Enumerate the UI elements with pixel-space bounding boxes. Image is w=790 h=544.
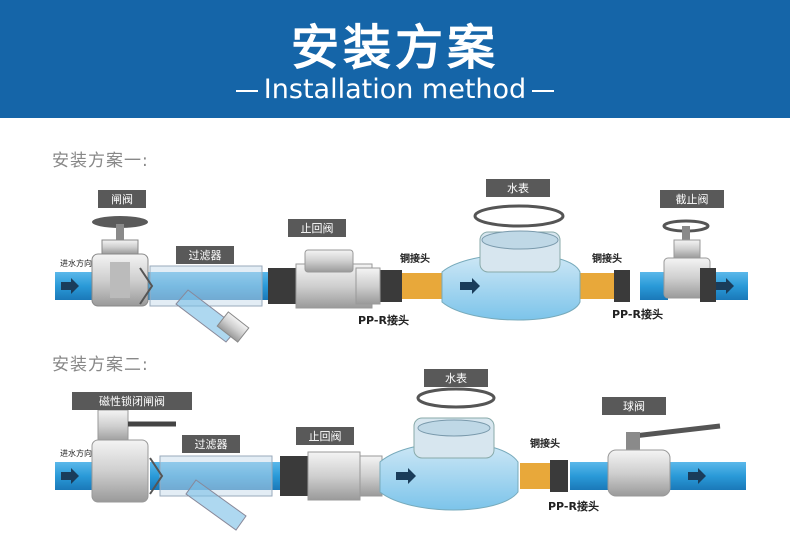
plan1-copper-right-label: 铜接头	[592, 252, 622, 265]
plan1-stop-valve-label: 截止阀	[676, 192, 709, 206]
plan2-check-valve-label-bg	[296, 427, 354, 445]
plan1-union-left	[380, 270, 402, 302]
plan1-check-valve-label-bg	[288, 219, 346, 237]
plan1-check-valve-label: 止回阀	[301, 221, 334, 235]
plan2-magnetic-gate-valve	[91, 409, 176, 503]
plan1-copper-left-label: 铜接头	[400, 252, 430, 265]
plan1-copper-left	[402, 273, 442, 299]
plan2-water-meter-label: 水表	[445, 371, 467, 385]
plan1-gate-valve-label-bg	[98, 190, 146, 208]
page-subtitle: Installation method	[0, 74, 790, 105]
plan2-ball-valve	[607, 423, 721, 497]
plan1-meter-arrow-icon	[460, 278, 480, 294]
plan2-water-meter-label-bg	[424, 369, 488, 387]
plan2-ppr-label: PP-R接头	[548, 499, 599, 513]
plan2-diagram: 进水方向 磁性锁闭闸阀 过滤器 止回阀 水表 球阀 铜接头 PP-R接头	[55, 369, 746, 531]
plan1-filter	[139, 265, 263, 343]
plan2-pipe-mid	[570, 462, 610, 490]
plan1-copper-right	[578, 273, 614, 299]
plan2-check-valve	[280, 451, 383, 501]
plan1-stop-valve	[662, 219, 716, 302]
plan2-filter	[149, 455, 273, 531]
plan1-filter-label-bg	[176, 246, 234, 264]
plan2-water-meter	[379, 387, 519, 511]
plan1-union-right	[614, 270, 630, 302]
page-title: 安装方案	[290, 20, 499, 76]
plan2-outlet-arrow-icon	[688, 468, 706, 484]
plan2-flow-arrow-icon	[61, 468, 79, 484]
plan1-title: 安装方案一:	[52, 151, 149, 171]
plan1-water-meter-label-bg	[486, 179, 550, 197]
plan2-filter-label-bg	[182, 435, 240, 453]
plan2-filter-label: 过滤器	[195, 438, 228, 451]
plan2-magnetic-valve-label-bg	[72, 392, 192, 410]
plan1-gate-valve-label: 闸阀	[111, 192, 133, 206]
plan2-ball-valve-label-bg	[602, 397, 666, 415]
plan1-water-meter	[441, 204, 581, 321]
plan1-pipe-mid	[640, 272, 668, 300]
plan2-title: 安装方案二:	[52, 355, 149, 375]
plan2-pipe-outlet	[670, 462, 746, 490]
plan1-flow-label: 进水方向	[60, 258, 92, 268]
plan1-ppr-left-label: PP-R接头	[358, 313, 409, 327]
plan2-ball-valve-label: 球阀	[623, 399, 645, 413]
plan2-copper-label: 铜接头	[530, 437, 560, 450]
plan1-ppr-right-label: PP-R接头	[612, 307, 663, 321]
subtitle-text: Installation method	[263, 74, 527, 105]
plan1-filter-label: 过滤器	[189, 249, 222, 262]
plan1-gate-valve	[91, 216, 149, 307]
plan1-check-valve	[268, 249, 381, 309]
plan2-check-valve-label: 止回阀	[309, 429, 342, 443]
plan2-meter-arrow-icon	[396, 468, 416, 484]
plan2-union	[550, 460, 568, 492]
plan1-diagram: 进水方向 闸阀 过滤器 止回阀 水表 截止阀 铜接头 铜接头 PP-R接头 PP…	[55, 179, 748, 343]
plan2-magnetic-valve-label: 磁性锁闭闸阀	[99, 394, 165, 408]
subtitle-dash-left	[235, 89, 258, 92]
plan1-flow-arrow-icon	[61, 278, 79, 294]
plan1-water-meter-label: 水表	[507, 181, 529, 195]
plan2-flow-label: 进水方向	[60, 448, 92, 458]
plan1-stop-valve-label-bg	[660, 190, 724, 208]
header-banner: 安装方案 Installation method	[0, 0, 790, 118]
plan2-copper	[520, 463, 550, 489]
subtitle-dash-right	[532, 89, 555, 92]
plan1-outlet-arrow-icon	[716, 278, 734, 294]
